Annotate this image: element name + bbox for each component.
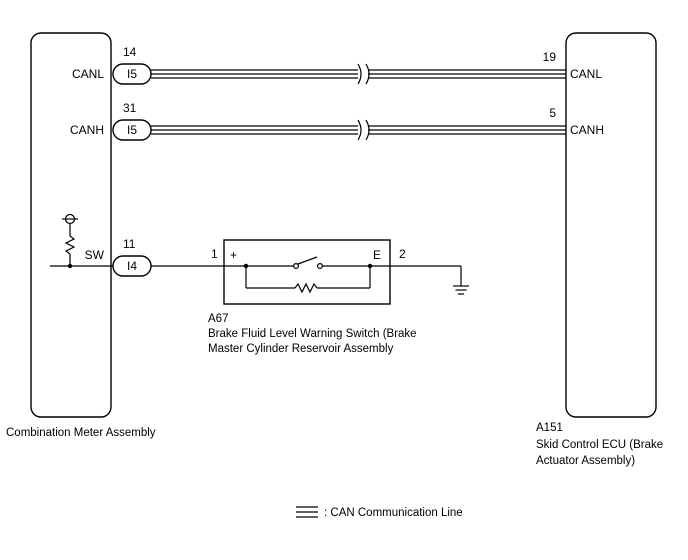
switch-terminal-plus: + (230, 248, 237, 262)
switch-terminal-e: E (373, 248, 381, 262)
canl-wire (151, 63, 566, 85)
switch-pin-2: 2 (399, 247, 406, 261)
right-component-name-line2: Actuator Assembly) (536, 455, 635, 467)
legend-label: : CAN Communication Line (324, 507, 463, 519)
terminal-canh-left: CANH (70, 123, 104, 137)
connector-i5-canh (112, 119, 152, 141)
pin-19-label: 19 (543, 50, 557, 64)
ground-symbol (390, 265, 469, 295)
connector-i5-canh-label: I5 (127, 123, 137, 137)
switch-name-line1: Brake Fluid Level Warning Switch (Brake (208, 328, 417, 340)
switch-pin-1: 1 (211, 247, 218, 261)
connector-i4-sw-label: I4 (127, 259, 137, 273)
connector-i5-canl (112, 63, 152, 85)
skid-control-ecu-body (565, 32, 657, 418)
terminal-sw: SW (85, 248, 105, 262)
left-component-name: Combination Meter Assembly (6, 427, 156, 439)
pin-14-label: 14 (123, 45, 137, 59)
terminal-canl-left: CANL (72, 67, 104, 81)
pin-11-label: 11 (123, 237, 136, 251)
terminal-canl-right: CANL (570, 67, 602, 81)
switch-code: A67 (208, 313, 228, 325)
right-component-code: A151 (536, 422, 563, 434)
terminal-canh-right: CANH (570, 123, 604, 137)
connector-i5-canl-label: I5 (127, 67, 137, 81)
pin-5-label: 5 (549, 106, 556, 120)
can-line-legend-symbol (296, 506, 318, 518)
canh-wire (151, 119, 566, 141)
brake-fluid-switch-box (223, 239, 391, 305)
pin-31-label: 31 (123, 101, 137, 115)
switch-name-line2: Master Cylinder Reservoir Assembly (208, 343, 394, 355)
switch-internal-circuit (224, 256, 390, 294)
right-component-name-line1: Skid Control ECU (Brake (536, 439, 663, 451)
combination-meter-body (30, 32, 112, 418)
